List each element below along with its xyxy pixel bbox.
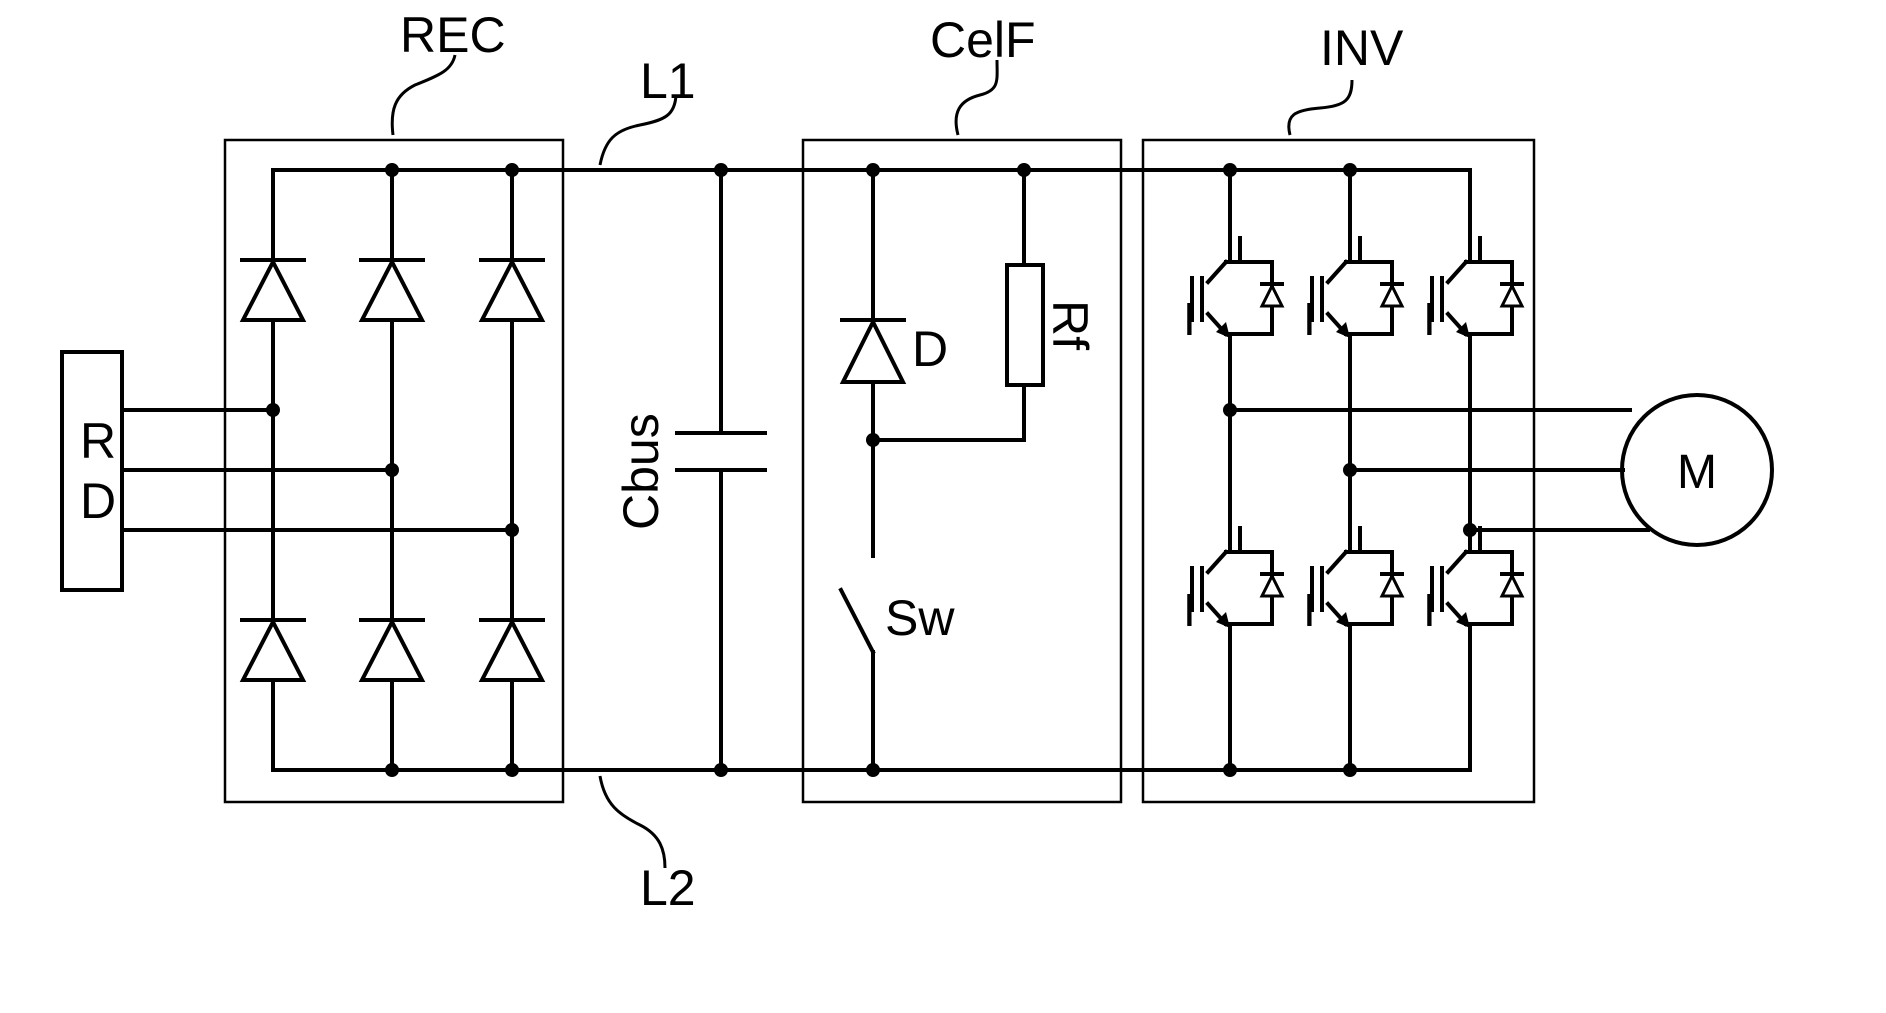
diode-label: D: [912, 321, 948, 377]
l1-annotation: L1: [600, 53, 696, 165]
svg-text:I: I: [1183, 293, 1196, 345]
svg-text:I: I: [1303, 293, 1316, 345]
svg-text:I: I: [1183, 584, 1196, 636]
igbt-lower: [1192, 528, 1282, 628]
rec-diode-upper: [481, 260, 543, 320]
svg-text:I: I: [1423, 293, 1436, 345]
celf-diode: [842, 320, 904, 382]
source-block: R D: [62, 352, 512, 590]
svg-text:I: I: [1303, 584, 1316, 636]
cbus-label: Cbus: [613, 413, 669, 530]
switch-label: Sw: [885, 590, 955, 646]
inv-label: INV: [1320, 20, 1404, 76]
l2-label: L2: [640, 860, 696, 916]
rectifier-block: REC: [225, 7, 563, 802]
igbt-upper: [1312, 238, 1402, 338]
dc-bus-capacitor: Cbus: [613, 163, 765, 777]
source-label-r: R: [80, 413, 116, 469]
rec-diode-upper: [242, 260, 304, 320]
motor-label: M: [1677, 446, 1717, 499]
igbt-lower: [1432, 528, 1522, 628]
celf-label: CelF: [930, 12, 1036, 68]
celf-switch: [841, 590, 873, 770]
igbt-lower: [1312, 528, 1402, 628]
inverter-block: INV: [1143, 20, 1648, 802]
celf-resistor: [1007, 265, 1043, 385]
rec-diode-lower: [361, 620, 423, 680]
igbt-upper: [1432, 238, 1522, 338]
igbt-upper: [1192, 238, 1282, 338]
rec-diode-lower: [481, 620, 543, 680]
rec-label: REC: [400, 7, 506, 63]
motor: M: [1622, 395, 1772, 545]
l2-annotation: L2: [600, 776, 696, 916]
rec-diode-upper: [361, 260, 423, 320]
svg-text:I: I: [1423, 584, 1436, 636]
celf-block: CelF D Sw Rf: [803, 12, 1121, 802]
l1-label: L1: [640, 53, 696, 109]
rec-diode-lower: [242, 620, 304, 680]
resistor-label: Rf: [1042, 300, 1098, 350]
source-label-d: D: [80, 473, 116, 529]
